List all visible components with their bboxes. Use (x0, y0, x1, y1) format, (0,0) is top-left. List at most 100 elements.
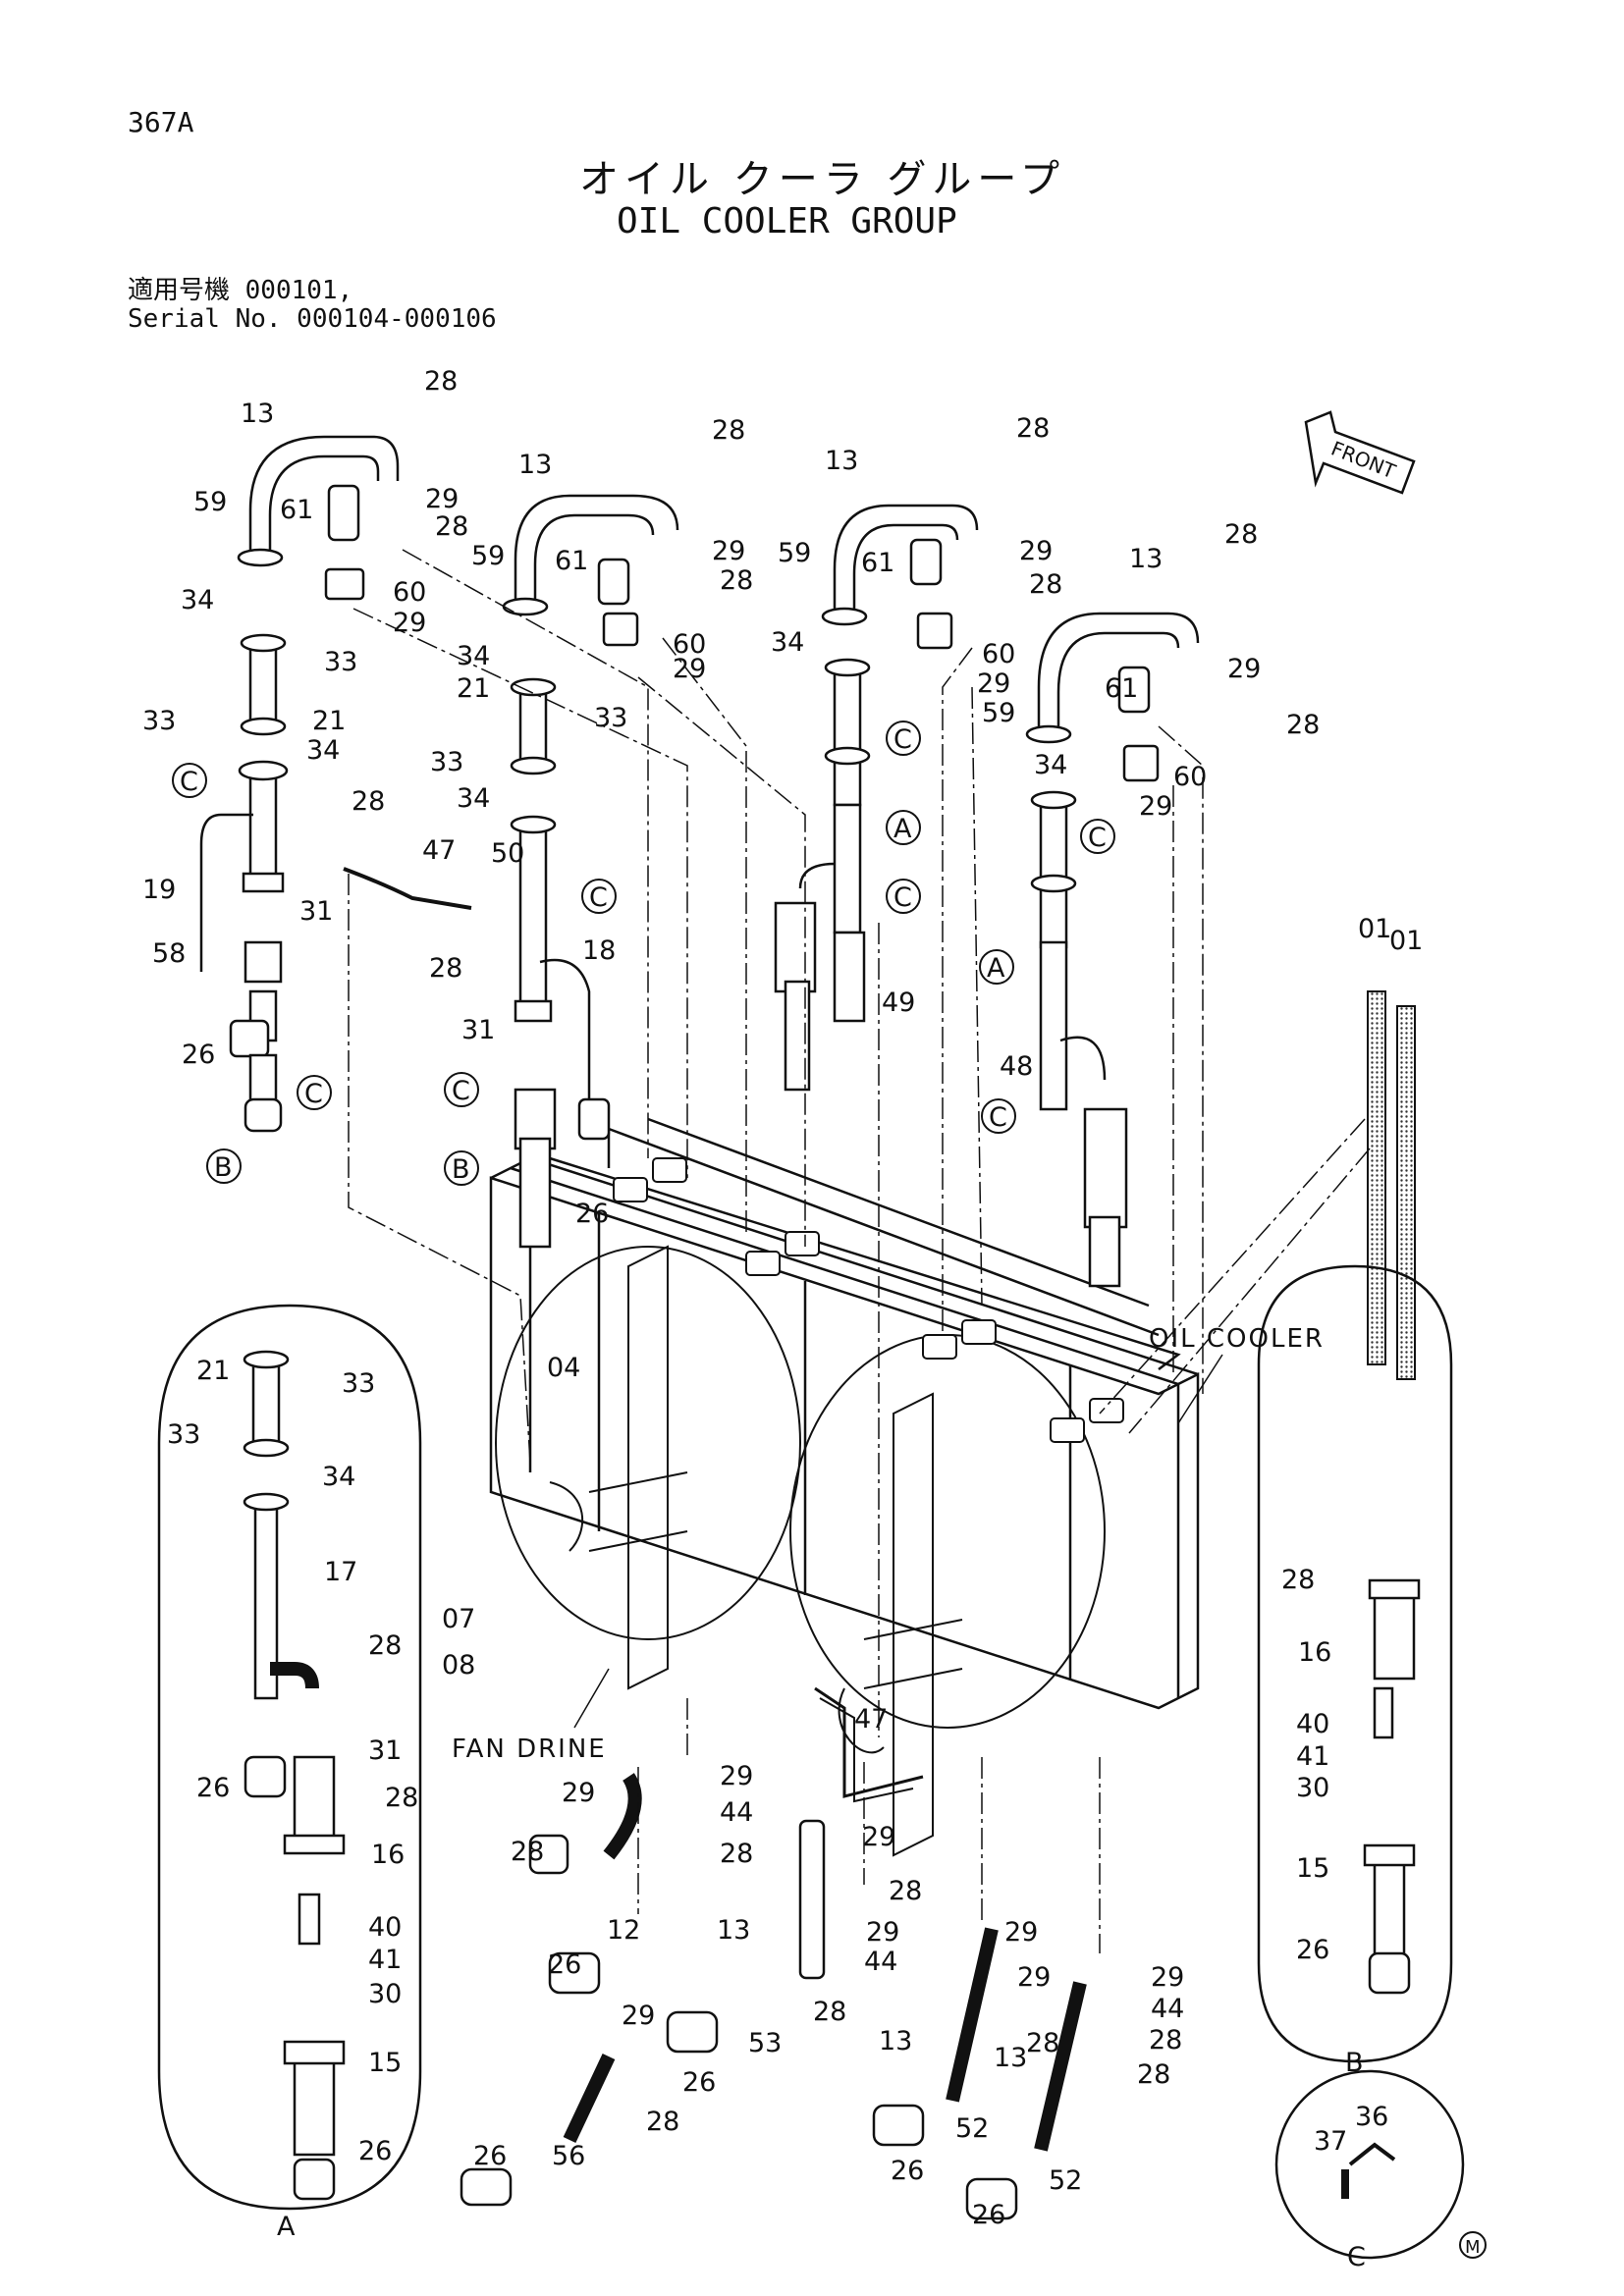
part-label: 34 (322, 1462, 355, 1492)
part-label: 28 (1016, 413, 1050, 444)
part-label: 28 (1281, 1565, 1315, 1595)
fan-drive-caption: FAN DRINE (452, 1735, 607, 1764)
part-label: 12 (607, 1915, 640, 1946)
reference-callouts: C C B C C B C A C A C C (172, 721, 1115, 1186)
part-label: 28 (352, 786, 385, 817)
part-label: 28 (1137, 2059, 1170, 2090)
part-label: 28 (429, 953, 462, 984)
part-label: 28 (712, 415, 745, 446)
callout-letter: C (180, 767, 198, 797)
part-label: 29 (720, 1761, 753, 1791)
part-label: 34 (457, 641, 490, 671)
part-label: 28 (1286, 710, 1320, 740)
part-label: 07 (442, 1604, 475, 1634)
part-label: 26 (358, 2136, 392, 2166)
page-code: 367A (128, 106, 194, 138)
callout-letter: B (452, 1154, 470, 1185)
callout-letter: B (214, 1152, 233, 1183)
part-label: 50 (491, 838, 524, 869)
part-label: 26 (182, 1040, 215, 1070)
detail-c-label: C (1347, 2242, 1366, 2272)
part-label: 28 (813, 1997, 846, 2027)
part-label: 29 (1017, 1962, 1051, 1993)
part-label: 47 (854, 1704, 888, 1735)
callout-letter: C (452, 1076, 470, 1106)
detail-b-outline (1257, 1264, 1453, 2063)
callout-letter: A (987, 953, 1005, 984)
part-label: 56 (552, 2141, 585, 2171)
part-label: 41 (1296, 1741, 1329, 1772)
callout-letter: C (893, 724, 912, 755)
callout-letter: C (1088, 823, 1107, 853)
part-label: 52 (955, 2113, 989, 2144)
part-label: 47 (422, 835, 456, 866)
part-label: 28 (424, 366, 458, 397)
part-label: 21 (196, 1356, 230, 1386)
part-label: 29 (1227, 654, 1261, 684)
part-label: 59 (471, 541, 505, 571)
part-label: 29 (393, 608, 426, 638)
part-label: 28 (368, 1630, 402, 1661)
part-label: 28 (889, 1876, 922, 1906)
callout-letter: C (304, 1079, 323, 1109)
part-label: 30 (1296, 1773, 1329, 1803)
part-label: 28 (646, 2107, 679, 2137)
part-label: 26 (891, 2156, 924, 2186)
part-label: 37 (1314, 2126, 1347, 2157)
page-title: OIL COOLER GROUP (617, 201, 957, 241)
part-label: 26 (196, 1773, 230, 1803)
part-label: 48 (1000, 1051, 1033, 1082)
captions: OIL COOLER FAN DRINE A B C M (277, 1324, 1487, 2272)
manual-mark: M (1465, 2237, 1481, 2258)
serial-range: Serial No. 000104-000106 (128, 304, 497, 334)
part-label: 31 (299, 896, 333, 927)
part-label: 34 (181, 585, 214, 615)
part-label: 33 (142, 706, 176, 736)
part-label: 15 (1296, 1853, 1329, 1884)
part-label: 44 (1151, 1994, 1184, 2024)
part-label: 13 (994, 2043, 1027, 2073)
detail-a-label: A (277, 2212, 296, 2242)
part-label: 29 (1019, 536, 1053, 566)
part-label: 60 (393, 577, 426, 608)
detail-a-outline (157, 1304, 422, 2211)
part-label: 21 (457, 673, 490, 704)
part-label: 34 (306, 735, 340, 766)
cooler-top-ports (613, 1157, 1124, 1443)
part-label: 29 (673, 654, 706, 684)
part-label: 29 (425, 484, 459, 514)
part-label: 21 (312, 706, 346, 736)
callout-letter: A (893, 814, 912, 844)
part-label: 44 (864, 1947, 897, 1977)
part-label: 61 (280, 495, 313, 525)
part-label: 08 (442, 1650, 475, 1681)
part-label: 28 (511, 1837, 544, 1867)
serial-range-japanese: 適用号機 000101, (128, 276, 353, 305)
part-label: 13 (717, 1915, 750, 1946)
part-label: 33 (594, 703, 627, 733)
part-label: 28 (1224, 519, 1258, 550)
part-label: 28 (1149, 2025, 1182, 2056)
part-label: 26 (473, 2141, 507, 2171)
part-number-labels: 28 13 59 61 29 28 34 60 29 33 33 21 34 2… (142, 366, 1423, 2230)
part-label: 30 (368, 1979, 402, 2009)
part-label: 36 (1355, 2102, 1388, 2132)
part-label: 29 (977, 668, 1010, 699)
part-label: 61 (1105, 673, 1138, 704)
part-label: 34 (1034, 750, 1067, 780)
part-label: 18 (582, 935, 616, 966)
part-label: 28 (720, 565, 753, 596)
part-label: 60 (1173, 762, 1207, 792)
detail-c-outline (1274, 2069, 1465, 2260)
part-label: 15 (368, 2048, 402, 2078)
part-label: 33 (324, 647, 357, 677)
part-label: 28 (720, 1839, 753, 1869)
part-label: 29 (866, 1917, 899, 1948)
part-label: 16 (371, 1840, 405, 1870)
leader-lines (348, 549, 1371, 1953)
part-label: 59 (982, 698, 1015, 728)
part-label: 26 (972, 2200, 1005, 2230)
pipe-assemblies (199, 435, 1200, 2220)
part-label: 29 (1139, 791, 1172, 822)
